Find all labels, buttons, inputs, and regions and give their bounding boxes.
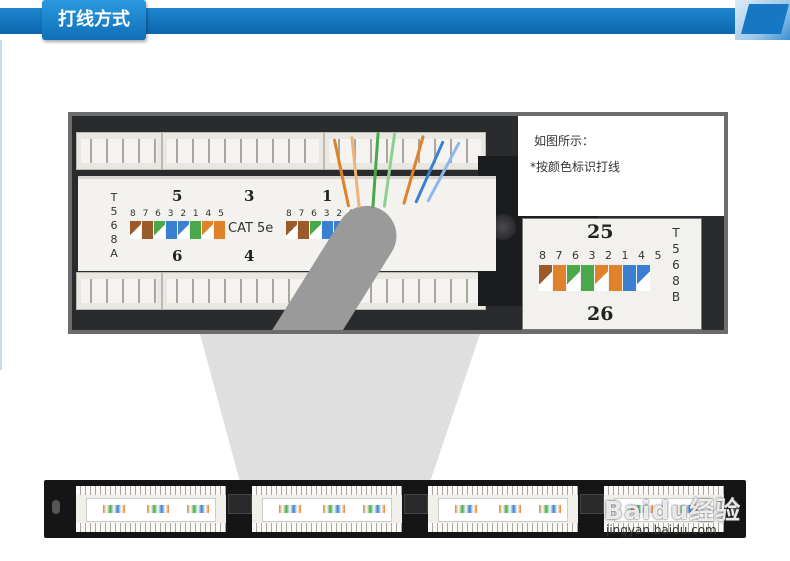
panel-module [428,486,578,532]
port-number: 4 [244,247,255,265]
section-title: 打线方式 [58,9,130,30]
cat-label: CAT 5e [228,221,274,236]
standard-letter: 8 [110,233,118,246]
panel-module [76,486,226,532]
watermark-logo: Baidu经验 [604,496,742,525]
header-ribbon: 打线方式 [0,0,790,42]
standard-letter: A [110,247,118,260]
panel-module [604,486,724,532]
pin-order-label: 8 7 6 3 2 1 4 5 [286,209,382,219]
punch-rail-top-2 [162,132,324,170]
color-code-inset: 25 8 7 6 3 2 1 4 5 26 T 5 6 8 B [522,218,702,330]
standard-a-column: T 5 6 8 A [108,191,120,261]
punch-rail-bottom-1 [76,272,162,310]
port-number: 3 [244,187,255,205]
rj45-jack [228,494,252,514]
punch-rail-top-3 [324,132,486,170]
rack-mount-hole-right [730,500,738,514]
port-number: 6 [172,247,183,265]
label-plate: T 5 6 8 A 5 3 1 6 4 8 7 6 3 2 1 4 5 CAT … [78,176,496,271]
inset-color-strip [539,265,651,291]
port-number: 1 [322,187,333,205]
standard-letter: T [672,226,680,240]
left-border-line [0,40,2,370]
standard-letter: 6 [672,258,680,272]
caption-panel: 如图所示： *按颜色标识打线 [518,116,724,216]
punch-rail-top-1 [76,132,162,170]
standard-letter: 5 [672,242,680,256]
inset-port-number-top: 25 [587,221,614,243]
port-number: 5 [172,187,183,205]
standard-letter: 5 [110,205,118,218]
inset-port-number-bottom: 26 [587,303,614,325]
patch-panel-full [44,480,746,538]
pin-order-label: 8 7 6 3 2 1 4 5 [130,209,226,219]
watermark-url: jingyan.baidu.com [606,523,717,537]
baidu-watermark: Baidu经验 jingyan.baidu.com [602,491,782,541]
standard-letter: B [671,290,681,304]
inset-standard-column: T 5 6 8 B [669,225,683,305]
color-code-strip [130,221,226,239]
standard-letter: 6 [110,219,118,232]
rj45-jack [404,494,428,514]
caption-line-2: *按颜色标识打线 [530,160,621,174]
standard-letter: 8 [672,274,680,288]
caption-line-1: 如图所示： [534,134,595,148]
inset-pin-order: 8 7 6 3 2 1 4 5 [539,249,665,262]
zoom-funnel-shape [200,334,480,482]
standard-letter: T [110,191,118,204]
section-title-tab: 打线方式 [42,0,146,40]
rj45-jack [580,494,604,514]
rack-mount-hole-left [52,500,60,514]
panel-module [252,486,402,532]
